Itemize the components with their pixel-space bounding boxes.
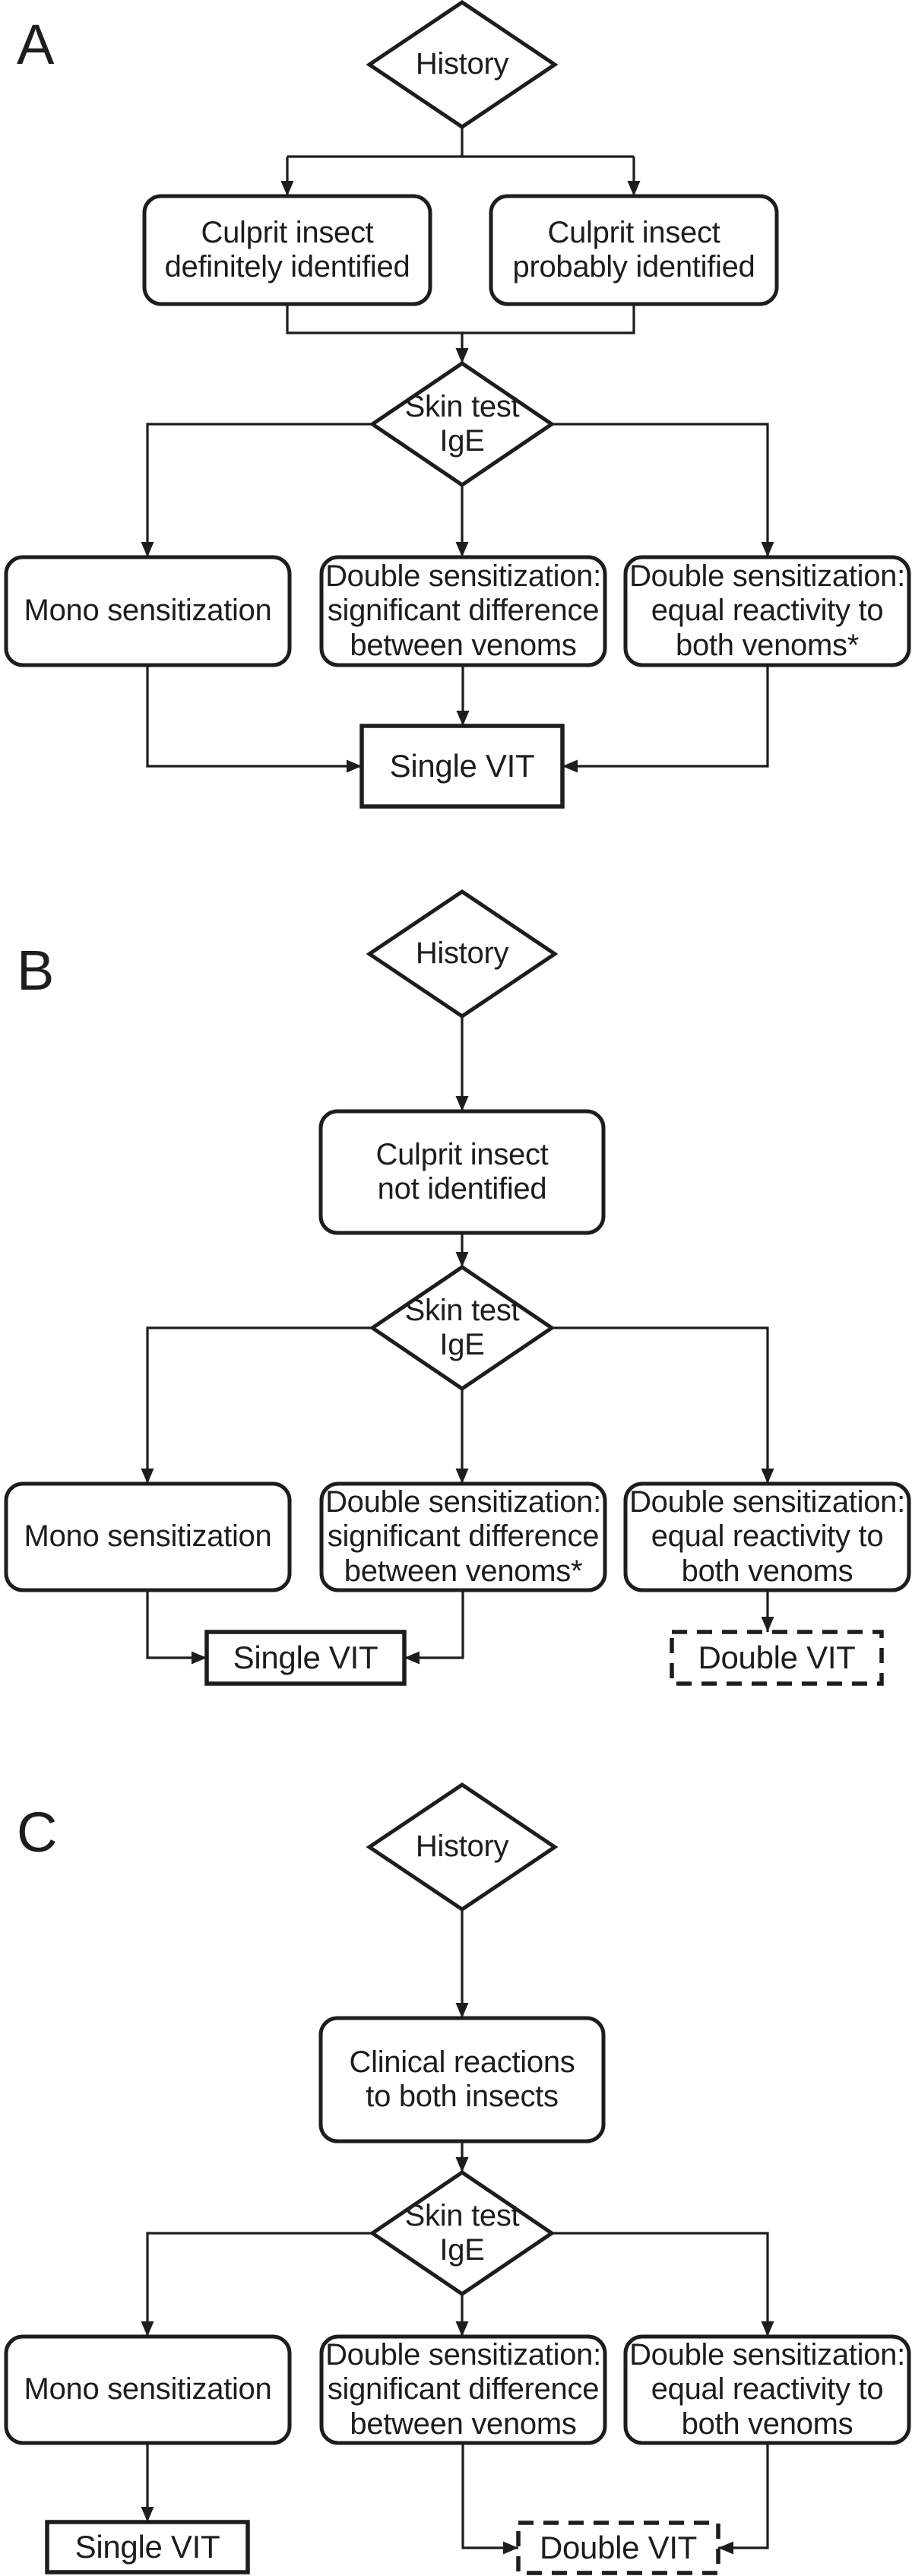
connector-a-branch-left (141, 423, 372, 557)
single-vit-text-c: Single VIT (74, 2529, 220, 2565)
skin-test-text-b: Skin test IgE (404, 1293, 520, 1361)
clinical-reactions-text: Clinical reactions to both insects (349, 2045, 575, 2113)
single-vit-box-a (359, 724, 565, 809)
connector-b-sig-to-single (404, 1590, 464, 1665)
single-vit-box-b (204, 1630, 407, 1686)
panel-b-shapes (4, 889, 911, 1686)
double-vit-text-b: Double VIT (698, 1640, 856, 1676)
connector-b-branch-left (141, 1326, 372, 1484)
connector-c-branch-left (141, 2232, 372, 2337)
mono-sensitization-text-b: Mono sensitization (24, 1519, 272, 1554)
panel-c-label: C (17, 1801, 58, 1864)
connector-a-merge-bar (286, 304, 635, 334)
double-significant-text-a: Double sensitization: significant differ… (325, 559, 601, 662)
history-text-c: History (415, 1830, 509, 1864)
panel-c-shapes (4, 1782, 911, 2575)
double-significant-text-c: Double sensitization: significant differ… (325, 2338, 601, 2441)
double-equal-text-a: Double sensitization: equal reactivity t… (629, 559, 905, 662)
mono-sensitization-text-a: Mono sensitization (24, 594, 272, 628)
double-significant-text-b: Double sensitization: significant differ… (325, 1485, 601, 1588)
connector-b-branch-right (552, 1326, 774, 1484)
single-vit-text-b: Single VIT (233, 1640, 378, 1676)
culprit-definitely-text: Culprit insect definitely identified (164, 215, 410, 284)
connector-a-mono-to-single (146, 665, 362, 773)
connector-c-equal-to-double (718, 2443, 769, 2555)
single-vit-box-c (45, 2520, 250, 2574)
panel-b-label: B (17, 939, 55, 1002)
mono-sensitization-text-c: Mono sensitization (24, 2372, 272, 2406)
double-vit-text-c: Double VIT (539, 2530, 698, 2566)
double-vit-box-b (670, 1630, 884, 1686)
connector-b-mono-to-single (146, 1590, 207, 1665)
single-vit-text-a: Single VIT (389, 748, 535, 784)
connector-a-equal-to-single (562, 665, 769, 773)
culprit-probably-text: Culprit insect probably identified (512, 215, 755, 284)
connector-c-sig-to-double (461, 2443, 518, 2555)
history-text-b: History (415, 936, 509, 971)
double-equal-text-c: Double sensitization: equal reactivity t… (629, 2338, 905, 2441)
double-vit-box-c (516, 2521, 720, 2575)
culprit-not-identified-text: Culprit insect not identified (375, 1137, 549, 1206)
connector-c-branch-right (552, 2232, 774, 2337)
panel-a-label: A (17, 13, 55, 76)
history-text-a: History (415, 47, 509, 81)
skin-test-text-c: Skin test IgE (404, 2198, 520, 2267)
connector-a-branch-right (552, 423, 774, 557)
skin-test-text-a: Skin test IgE (404, 389, 520, 458)
panel-a-shapes (4, 0, 911, 809)
double-equal-text-b: Double sensitization: equal reactivity t… (629, 1485, 905, 1588)
